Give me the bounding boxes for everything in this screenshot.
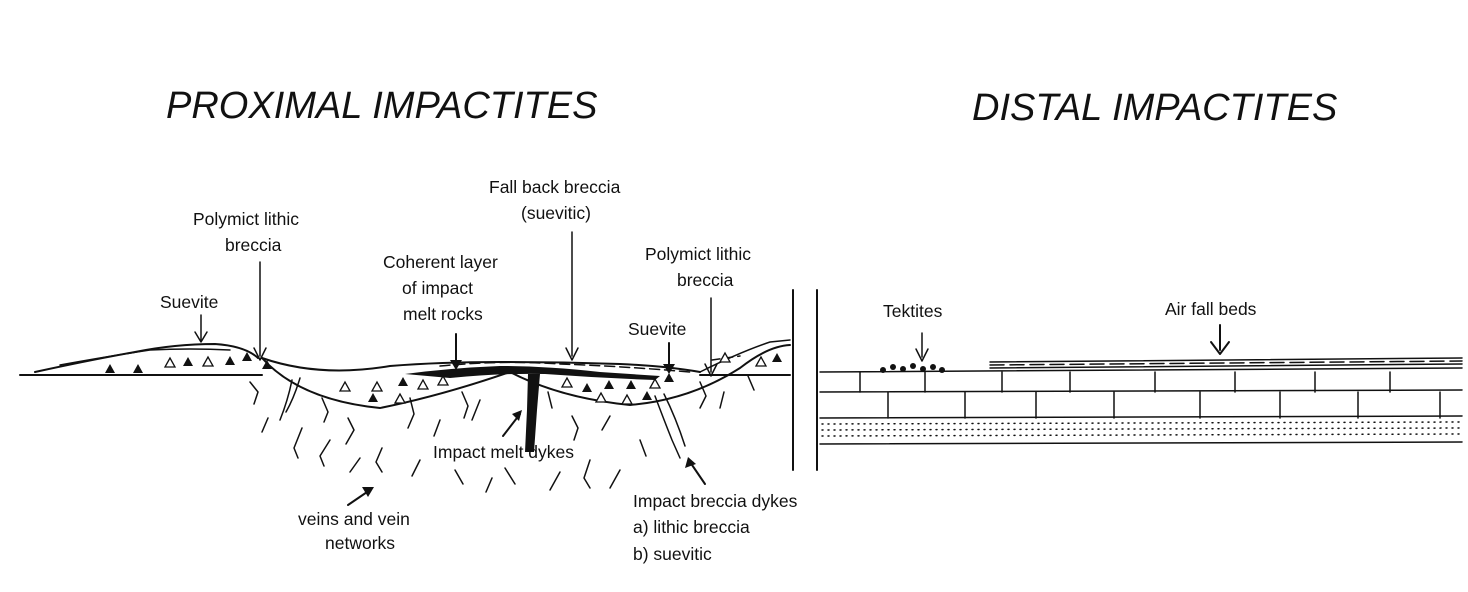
proximal-cross-section <box>19 339 791 493</box>
label-polymict-left: Polymict lithic breccia <box>193 209 304 255</box>
label-suevite-left: Suevite <box>160 292 218 312</box>
label-fall-back-breccia: Fall back breccia (suevitic) <box>489 177 625 223</box>
label-suevite-right: Suevite <box>628 319 686 339</box>
breccia-clasts-solid <box>105 352 782 402</box>
breccia-clasts-open <box>163 351 768 405</box>
arrow-suevite-left <box>194 314 208 343</box>
ejecta-rim-right <box>699 339 791 373</box>
arrow-tektites <box>915 332 929 362</box>
ejecta-suevite-lens-left <box>59 348 231 366</box>
sandstone-dots <box>821 421 1461 437</box>
label-impact-melt-dykes: Impact melt dykes <box>433 442 574 462</box>
limestone-layers <box>819 367 1463 419</box>
label-veins-networks: veins and vein networks <box>298 509 415 553</box>
breccia-dyke-left <box>279 377 301 421</box>
proximal-heading: PROXIMAL IMPACTITES <box>166 85 597 127</box>
sandstone-base <box>819 441 1463 445</box>
label-air-fall-beds: Air fall beds <box>1165 299 1257 319</box>
arrow-breccia-dykes <box>685 457 706 485</box>
arrow-veins <box>347 487 374 506</box>
air-fall-bed-pattern <box>989 360 1463 366</box>
label-tektites: Tektites <box>883 301 943 321</box>
breccia-dyke-right <box>654 393 686 459</box>
label-arrows <box>194 231 1230 506</box>
arrow-suevite-right <box>663 342 675 374</box>
arrow-polymict-left <box>253 261 267 361</box>
central-melt-dyke <box>525 374 540 452</box>
fallback-breccia-layer <box>439 361 691 373</box>
arrow-melt-dykes <box>502 410 522 437</box>
label-impact-breccia-dykes: Impact breccia dykes a) lithic breccia b… <box>633 491 802 564</box>
label-coherent-layer: Coherent layer of impact melt rocks <box>383 252 503 324</box>
arrow-coherent-layer <box>450 333 462 370</box>
section-divider <box>792 289 818 471</box>
label-polymict-right: Polymict lithic breccia <box>645 244 756 290</box>
air-fall-bed-outline <box>989 357 1463 369</box>
crater-floor <box>261 344 791 409</box>
arrow-fall-back <box>565 231 579 361</box>
veins-and-vein-networks <box>249 375 755 493</box>
distal-heading: DISTAL IMPACTITES <box>972 87 1337 129</box>
arrow-polymict-right <box>704 297 718 377</box>
distal-cross-section <box>819 357 1463 445</box>
ejecta-blanket-left <box>34 343 259 373</box>
arrow-air-fall-beds <box>1210 324 1230 355</box>
impact-melt-sheet <box>405 366 660 380</box>
